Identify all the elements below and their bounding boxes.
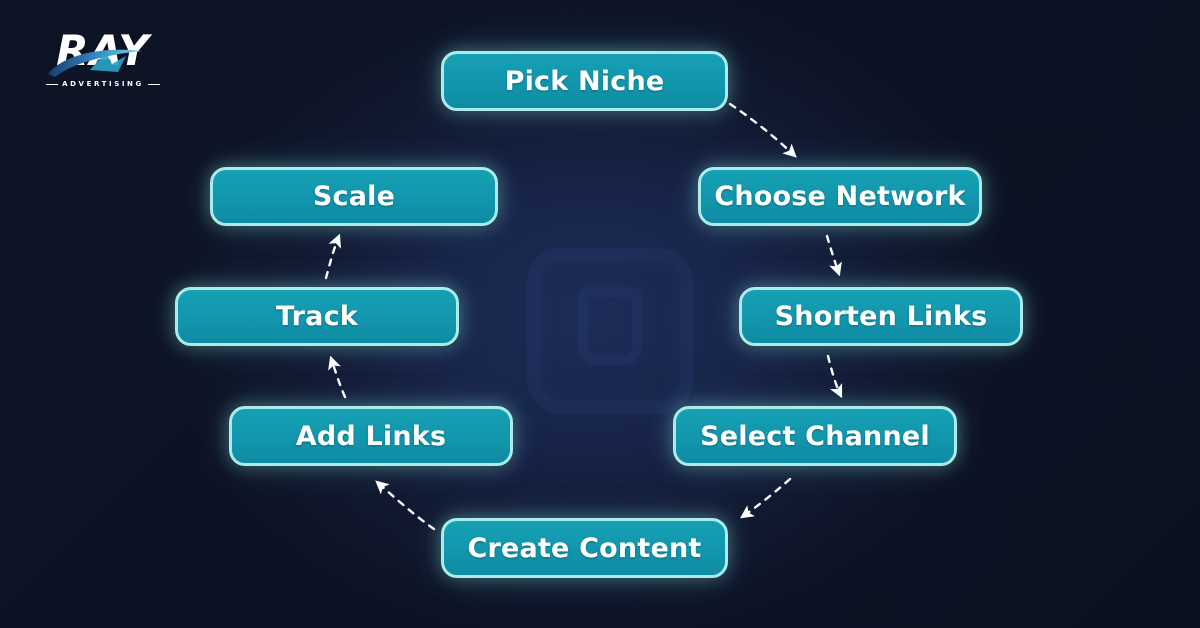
edge-choose-network-to-shorten-links	[825, 234, 842, 277]
node-label: Choose Network	[714, 181, 966, 212]
edge-select-channel-to-create-content	[740, 477, 792, 519]
node-label: Select Channel	[700, 420, 930, 452]
logo-wordmark: RAY	[56, 26, 150, 75]
logo-tagline: ADVERTISING	[62, 80, 144, 88]
logo-tagline-row: ADVERTISING	[44, 80, 162, 88]
edge-create-content-to-add-links	[375, 480, 436, 531]
node-add-links[interactable]: Add Links	[229, 406, 513, 466]
node-label: Track	[276, 301, 358, 332]
node-label: Create Content	[467, 532, 702, 564]
logo-rule-right	[147, 83, 160, 85]
node-label: Pick Niche	[504, 65, 665, 97]
logo-rule-left	[46, 83, 59, 85]
background-watermark-icon	[527, 248, 693, 414]
node-track[interactable]: Track	[175, 287, 459, 346]
edge-shorten-links-to-select-channel	[826, 354, 843, 399]
node-create-content[interactable]: Create Content	[441, 518, 728, 578]
node-pick-niche[interactable]: Pick Niche	[441, 51, 728, 111]
edge-add-links-to-track	[328, 355, 347, 399]
node-label: Shorten Links	[774, 301, 988, 332]
node-shorten-links[interactable]: Shorten Links	[739, 287, 1023, 346]
node-choose-network[interactable]: Choose Network	[698, 167, 982, 226]
edge-track-to-scale	[324, 233, 341, 280]
node-label: Scale	[312, 181, 396, 212]
node-scale[interactable]: Scale	[210, 167, 498, 226]
node-label: Add Links	[295, 420, 447, 452]
node-select-channel[interactable]: Select Channel	[673, 406, 957, 466]
edge-pick-niche-to-choose-network	[728, 102, 797, 158]
ray-advertising-logo: RAY ADVERTISING	[44, 28, 162, 100]
